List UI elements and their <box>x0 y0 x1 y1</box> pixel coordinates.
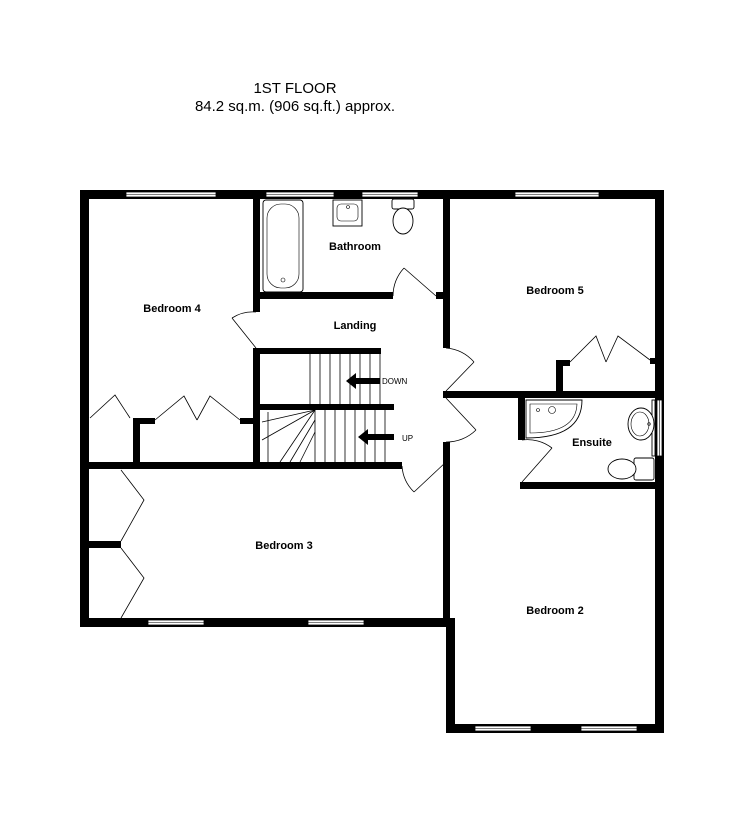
windows <box>125 191 663 732</box>
sink-icon <box>332 199 363 227</box>
floor-title: 1ST FLOOR <box>253 80 337 97</box>
shower-icon <box>525 399 583 439</box>
outer-walls <box>80 190 664 733</box>
label-landing: Landing <box>334 320 377 332</box>
label-stairs-up: UP <box>402 434 413 443</box>
floor-area: 84.2 sq.m. (906 sq.ft.) approx. <box>194 98 396 115</box>
toilet-icon <box>391 198 415 210</box>
basin-icon <box>627 407 655 441</box>
bathtub-icon <box>262 199 304 293</box>
ensuite-fixtures <box>525 399 656 481</box>
doors <box>89 267 651 619</box>
toilet-icon <box>633 457 655 481</box>
label-bathroom: Bathroom <box>329 241 381 253</box>
label-bedroom3: Bedroom 3 <box>255 540 312 552</box>
label-stairs-down: DOWN <box>382 377 408 386</box>
label-bedroom5: Bedroom 5 <box>526 285 583 297</box>
room-labels: Bathroom Bedroom 4 Landing Bedroom 5 Ens… <box>143 241 612 617</box>
title-block: 1ST FLOOR 84.2 sq.m. (906 sq.ft.) approx… <box>150 80 440 116</box>
staircase <box>261 354 394 463</box>
bathroom-fixtures <box>262 198 415 293</box>
interior-walls <box>80 190 664 627</box>
down-arrow-icon <box>346 373 380 389</box>
label-bedroom2: Bedroom 2 <box>526 605 583 617</box>
label-bedroom4: Bedroom 4 <box>143 303 201 315</box>
up-arrow-icon <box>358 429 394 445</box>
label-ensuite: Ensuite <box>572 437 612 449</box>
